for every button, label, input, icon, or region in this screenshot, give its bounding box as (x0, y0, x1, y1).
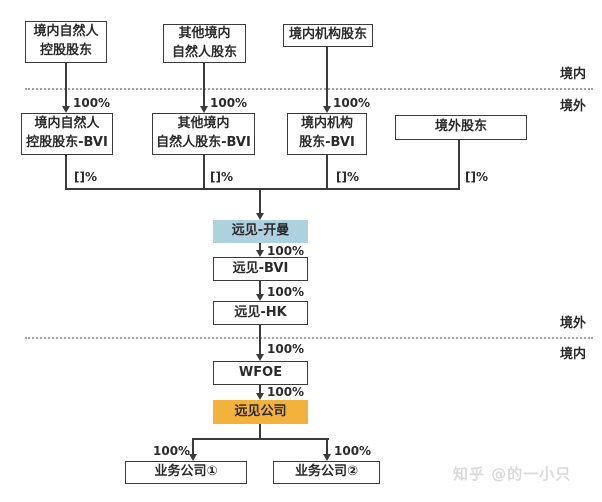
pct-placeholder-offshore: []% (465, 170, 488, 184)
region-label-offshore-top: 境外 (560, 99, 587, 114)
arrowhead-bus-to-cayman (256, 213, 264, 220)
node-yuanjian-bvi: 远见-BVI (213, 257, 308, 281)
node-onshore-natural-controlling-bvi: 境内自然人 控股股东-BVI (21, 113, 113, 155)
node-business-company-2: 业务公司② (273, 461, 380, 484)
connector-to-business-1 (192, 438, 194, 455)
arrowhead-institutional-to-bvi (323, 106, 331, 113)
connector-to-business-2 (326, 438, 328, 455)
connector-company-down (259, 424, 261, 440)
pct-placeholder-controlling-bvi: []% (74, 170, 97, 184)
arrowhead-controlling-to-bvi (62, 106, 70, 113)
node-onshore-institutional-bvi: 境内机构 股东-BVI (287, 113, 367, 155)
connector-wfoe-to-company (259, 385, 261, 394)
connector-hk-to-wfoe (259, 325, 261, 355)
region-label-onshore-bottom: 境内 (560, 347, 587, 362)
connector-bus (65, 188, 460, 190)
onshore-offshore-divider-top (25, 88, 593, 90)
pct-label-bvi-hk: 100% (267, 285, 305, 299)
arrowhead-other-to-bvi (200, 106, 208, 113)
arrowhead-to-business-1 (189, 454, 197, 461)
pct-label-controlling-bvi: 100% (73, 96, 111, 110)
region-label-offshore-bottom: 境外 (560, 316, 587, 331)
offshore-onshore-divider-bottom (25, 337, 593, 339)
pct-label-other-bvi: 100% (210, 96, 248, 110)
pct-label-business-2: 100% (334, 444, 372, 458)
pct-label-business-1: 100% (153, 444, 191, 458)
node-onshore-natural-controlling: 境内自然人 控股股东 (25, 21, 107, 63)
connector-other-bvi-down (203, 155, 205, 189)
node-onshore-institutional: 境内机构股东 (283, 24, 373, 47)
pct-label-wfoe-company: 100% (267, 385, 305, 399)
connector-split (192, 438, 329, 440)
arrowhead-wfoe-to-company (256, 393, 264, 400)
node-yuanjian-hk: 远见-HK (213, 301, 308, 325)
node-yuanjian-cayman: 远见-开曼 (213, 220, 308, 243)
pct-placeholder-other-bvi: []% (210, 170, 233, 184)
connector-other-to-bvi (203, 63, 205, 107)
pct-label-hk-wfoe: 100% (267, 342, 305, 356)
node-other-onshore-natural-bvi: 其他境内 自然人股东-BVI (152, 113, 255, 155)
zhihu-watermark: 知乎 @的一小只 (453, 465, 572, 483)
connector-bus-to-cayman (259, 188, 261, 214)
node-offshore-shareholders: 境外股东 (395, 115, 527, 140)
node-business-company-1: 业务公司① (125, 461, 247, 484)
connector-controlling-bvi-down (65, 155, 67, 189)
connector-institutional-to-bvi (326, 47, 328, 107)
arrowhead-hk-to-wfoe (256, 354, 264, 361)
connector-offshore-down (458, 140, 460, 189)
arrowhead-cayman-to-bvi (256, 250, 264, 257)
pct-label-institutional-bvi: 100% (333, 96, 371, 110)
pct-label-cayman-bvi: 100% (267, 244, 305, 258)
arrowhead-bvi-to-hk (256, 294, 264, 301)
arrowhead-to-business-2 (323, 454, 331, 461)
connector-bvi-to-hk (259, 281, 261, 295)
connector-cayman-to-bvi (259, 243, 261, 251)
connector-controlling-to-bvi (65, 63, 67, 107)
node-yuanjian-company: 远见公司 (213, 400, 308, 424)
node-other-onshore-natural: 其他境内 自然人股东 (163, 24, 246, 63)
region-label-onshore-top: 境内 (560, 67, 587, 82)
connector-institutional-bvi-down (326, 155, 328, 189)
node-wfoe: WFOE (213, 361, 308, 385)
pct-placeholder-institutional-bvi: []% (336, 170, 359, 184)
